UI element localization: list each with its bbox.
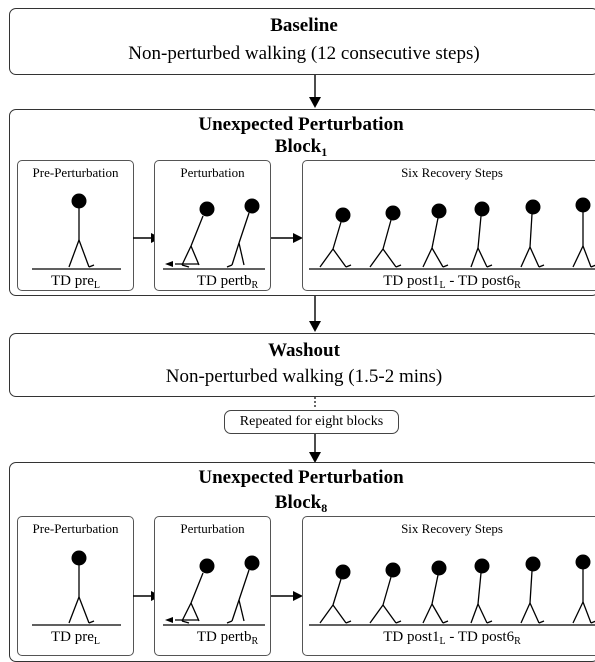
block-8-title: Unexpected Perturbation (198, 467, 404, 488)
perturbation-title: Perturbation (180, 521, 245, 536)
standing-figure (32, 550, 121, 626)
block-8-label: Block8 (4, 492, 595, 516)
recovery-step-4 (470, 201, 493, 268)
recovery-sub-b: R (514, 636, 521, 647)
standing-figure (32, 193, 121, 270)
recovery-step-6 (572, 554, 595, 624)
pert-label-sub: R (251, 636, 259, 647)
recovery-step-3 (422, 203, 449, 268)
right-arrow-pert (271, 591, 303, 601)
recovery-title: Six Recovery Steps (401, 521, 503, 536)
pre-label-sub: L (93, 636, 100, 647)
perturbation-block-1: Unexpected Perturbation Block1 Pre-Pertu… (9, 109, 595, 296)
pre-label-text: TD pre (50, 629, 94, 645)
perturbation-panel: Perturbation TD pertbR (154, 160, 271, 291)
recovery-label: TD post1L - TD post6R (303, 629, 595, 647)
perturbed-figures (163, 198, 265, 270)
repeat-badge: Repeated for eight blocks (224, 410, 399, 434)
pre-perturbation-title: Pre-Perturbation (32, 521, 119, 536)
pert-label-text: TD pertb (196, 273, 252, 289)
baseline-box: Baseline Non-perturbed walking (12 conse… (9, 8, 595, 75)
perturbation-title: Perturbation (180, 165, 245, 180)
washout-box: Washout Non-perturbed walking (1.5-2 min… (9, 333, 595, 397)
down-arrow-1 (309, 75, 321, 108)
block-8-label-text: Block (274, 492, 322, 513)
pre-label-sub: L (93, 280, 100, 291)
block-1-label-text: Block (274, 136, 322, 157)
perturbation-label: TD pertbR (185, 629, 270, 647)
recovery-sub-a: L (439, 636, 446, 647)
washout-subtitle: Non-perturbed walking (1.5-2 mins) (165, 366, 443, 387)
block-8-label-sub: 8 (321, 501, 328, 515)
recovery-step-1 (319, 207, 352, 268)
recovery-label: TD post1L - TD post6R (303, 273, 595, 291)
recovery-step-3 (422, 560, 449, 624)
perturbed-figures (163, 555, 265, 626)
pert-label-text: TD pertb (196, 629, 252, 645)
recovery-step-4 (470, 558, 493, 624)
baseline-subtitle: Non-perturbed walking (12 consecutive st… (128, 43, 480, 64)
recovery-panel: Six Recovery Steps (302, 160, 595, 291)
pre-perturbation-panel: Pre-Perturbation TD preL (17, 160, 134, 291)
recovery-label-a: TD post1 (383, 273, 440, 289)
pre-perturbation-label: TD preL (18, 273, 133, 291)
block-1-label-sub: 1 (321, 145, 328, 159)
perturbation-panel: Perturbation TD pertbR (154, 516, 271, 656)
recovery-sub-b: R (514, 280, 521, 291)
recovery-sub-a: L (439, 280, 446, 291)
recovery-panel: Six Recovery Steps (302, 516, 595, 656)
pre-label-text: TD pre (50, 273, 94, 289)
recovery-figures (309, 554, 595, 626)
baseline-title: Baseline (270, 15, 338, 36)
pre-perturbation-panel: Pre-Perturbation TD preL (17, 516, 134, 656)
recovery-label-a: TD post1 (383, 629, 440, 645)
recovery-label-mid: - TD post6 (445, 273, 515, 289)
pre-perturbation-label: TD preL (18, 629, 133, 647)
perturbation-block-8: Unexpected Perturbation Block8 Pre-Pertu… (9, 462, 595, 662)
recovery-step-2 (369, 562, 402, 624)
down-arrow-2 (309, 296, 321, 332)
block-1-label: Block1 (4, 136, 595, 160)
recovery-step-2 (369, 205, 402, 268)
down-arrow-3 (309, 397, 321, 463)
pert-label-sub: R (251, 280, 259, 291)
block-1-title: Unexpected Perturbation (198, 114, 404, 135)
recovery-label-mid: - TD post6 (445, 629, 515, 645)
right-arrow-pert (271, 233, 303, 243)
recovery-figures (309, 197, 595, 270)
recovery-step-6 (572, 197, 595, 268)
perturbation-label: TD pertbR (185, 273, 270, 291)
recovery-step-5 (520, 199, 545, 268)
recovery-title: Six Recovery Steps (401, 165, 503, 180)
pre-perturbation-title: Pre-Perturbation (32, 165, 119, 180)
washout-title: Washout (268, 340, 340, 361)
recovery-step-1 (319, 564, 352, 624)
recovery-step-5 (520, 556, 545, 624)
